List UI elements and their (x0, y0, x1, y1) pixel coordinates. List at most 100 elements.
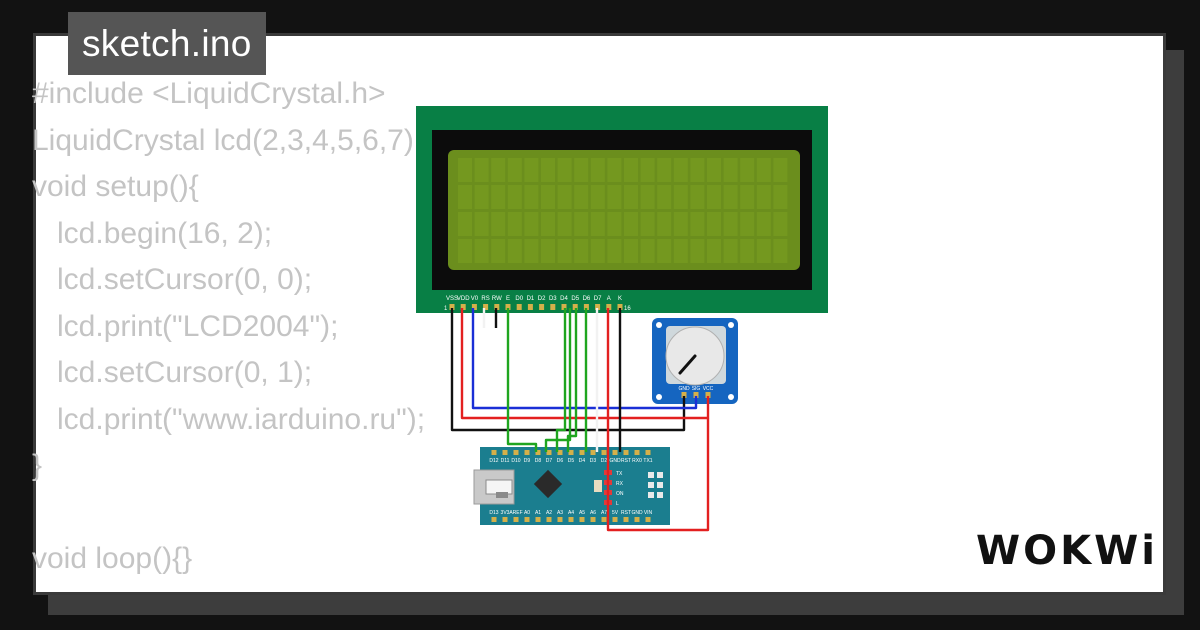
nano-top-pin-label: D11 (501, 458, 510, 464)
potentiometer-pin-label: SIG (692, 386, 701, 392)
nano-bottom-pin[interactable] (557, 517, 563, 522)
nano-top-pin[interactable] (524, 450, 530, 455)
nano-bottom-pin[interactable] (502, 517, 508, 522)
lcd-cell (624, 185, 638, 209)
lcd-pin[interactable] (583, 304, 589, 310)
file-name-tab[interactable]: sketch.ino (68, 12, 266, 75)
nano-top-pin[interactable] (623, 450, 629, 455)
nano-top-pin[interactable] (612, 450, 618, 455)
nano-top-pin-label: D9 (524, 458, 531, 464)
nano-led-label: ON (616, 491, 624, 497)
nano-bottom-pin-label: VIN (644, 510, 653, 516)
nano-top-pin[interactable] (502, 450, 508, 455)
lcd-cell (557, 185, 572, 209)
nano-bottom-pin[interactable] (590, 517, 596, 522)
lcd-pin[interactable] (505, 304, 511, 310)
lcd-pin[interactable] (471, 304, 477, 310)
lcd-cell (773, 158, 788, 182)
nano-bottom-pin[interactable] (568, 517, 574, 522)
lcd-pin[interactable] (550, 304, 556, 310)
nano-top-pin[interactable] (491, 450, 497, 455)
lcd-pin-label: D0 (515, 296, 523, 302)
nano-bottom-pin-label: A0 (524, 510, 530, 516)
lcd-pin[interactable] (561, 304, 567, 310)
nano-top-pin[interactable] (568, 450, 574, 455)
nano-bottom-pin[interactable] (645, 517, 651, 522)
lcd-pin[interactable] (494, 304, 500, 310)
nano-bottom-pin[interactable] (546, 517, 552, 522)
lcd-cell (524, 212, 539, 236)
potentiometer-pin[interactable] (705, 392, 711, 398)
lcd-cell (673, 158, 688, 182)
nano-top-pin-label: D6 (557, 458, 564, 464)
lcd-cell (707, 212, 721, 236)
code-line: lcd.setCursor(0, 0); (32, 263, 313, 296)
nano-top-pin[interactable] (513, 450, 519, 455)
nano-top-pin[interactable] (546, 450, 552, 455)
nano-top-pin-label: GND (609, 458, 621, 464)
nano-bottom-pin[interactable] (601, 517, 607, 522)
lcd-cell (491, 158, 506, 182)
lcd-pin[interactable] (483, 304, 489, 310)
nano-bottom-pin-label: A1 (535, 510, 541, 516)
potentiometer-pin[interactable] (681, 392, 687, 398)
lcd-cell (507, 239, 522, 263)
lcd-pin[interactable] (516, 304, 522, 310)
potentiometer-hole (728, 322, 734, 328)
nano-top-pin[interactable] (590, 450, 596, 455)
lcd-cell (707, 158, 721, 182)
nano-top-pin[interactable] (535, 450, 541, 455)
nano-top-pin[interactable] (634, 450, 640, 455)
nano-top-pin[interactable] (557, 450, 563, 455)
nano-bottom-pin[interactable] (612, 517, 618, 522)
nano-bottom-pin[interactable] (524, 517, 530, 522)
lcd-cell (474, 212, 489, 236)
nano-bottom-pin[interactable] (579, 517, 585, 522)
lcd-cell (541, 158, 555, 182)
nano-bottom-pin[interactable] (634, 517, 640, 522)
nano-bottom-pin[interactable] (623, 517, 629, 522)
code-line: lcd.setCursor(0, 1); (32, 356, 313, 389)
nano-top-pin[interactable] (579, 450, 585, 455)
usb-port-slot (485, 479, 513, 495)
lcd-pin[interactable] (595, 304, 601, 310)
icsp-pin (657, 472, 663, 478)
code-line: void setup(){ (32, 170, 199, 203)
lcd-cell (507, 158, 522, 182)
lcd-cell (557, 239, 572, 263)
lcd-cell (524, 239, 539, 263)
lcd-cell (590, 158, 605, 182)
nano-bottom-pin[interactable] (513, 517, 519, 522)
lcd-cell (740, 212, 755, 236)
nano-top-pin[interactable] (645, 450, 651, 455)
lcd-pin[interactable] (449, 304, 455, 310)
icsp-pin (648, 492, 654, 498)
nano-bottom-pin-label: GND (631, 510, 643, 516)
nano-bottom-pin[interactable] (491, 517, 497, 522)
code-line: lcd.print("LCD2004"); (32, 309, 339, 343)
lcd-pin[interactable] (606, 304, 612, 310)
lcd-cell (607, 158, 622, 182)
reset-button[interactable] (594, 480, 602, 492)
lcd-pin[interactable] (572, 304, 578, 310)
lcd-cell (640, 158, 655, 182)
lcd-pin[interactable] (460, 304, 466, 310)
nano-bottom-pin[interactable] (535, 517, 541, 522)
lcd-pin[interactable] (527, 304, 533, 310)
lcd-pin[interactable] (617, 304, 623, 310)
lcd-cell (690, 185, 705, 209)
lcd-pin-label: D7 (594, 296, 602, 302)
lcd-pin[interactable] (539, 304, 545, 310)
nano-bottom-pin-label: A5 (579, 510, 585, 516)
lcd-cell (657, 185, 672, 209)
lcd-cell (458, 212, 472, 236)
wokwi-logo[interactable]: WOKWi (976, 522, 1155, 580)
potentiometer-pin[interactable] (693, 392, 699, 398)
lcd-pin-label: E (506, 296, 510, 302)
lcd-cell (657, 239, 672, 263)
nano-top-pin[interactable] (601, 450, 607, 455)
